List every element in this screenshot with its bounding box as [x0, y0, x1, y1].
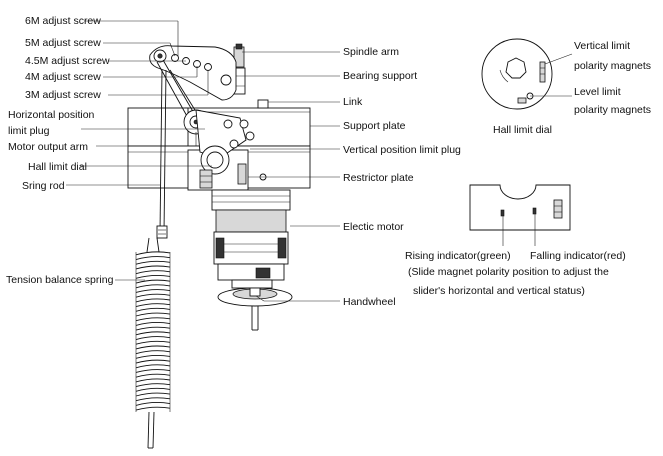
label-support-plate: Support plate: [343, 120, 406, 132]
spring-rod: [159, 69, 163, 233]
label-level-limit-1: Level limit: [574, 86, 621, 98]
label-horizontal-limit-1: Horizontal position: [8, 109, 95, 121]
screw-hole-3m: [204, 63, 212, 71]
label-electric-motor: Electic motor: [343, 221, 404, 233]
level-magnets: [517, 97, 527, 104]
falling-led: [532, 207, 537, 215]
mechanism-drawing: [66, 20, 340, 449]
indicator-board: [469, 184, 571, 231]
handwheel: [217, 287, 293, 331]
label-falling-indicator: Falling indicator(red): [530, 250, 626, 262]
label-vertical-limit-1: Vertical limit: [574, 40, 630, 52]
label-6m-screw: 6M adjust screw: [25, 15, 101, 27]
label-motor-output-arm: Motor output arm: [8, 141, 88, 153]
label-level-limit-2: polarity magnets: [574, 104, 651, 116]
label-spring-rod: Sring rod: [22, 180, 65, 192]
tension-spring: [135, 237, 171, 412]
label-4-5m-screw: 4.5M adjust screw: [25, 55, 110, 67]
indicator-detail: Rising indicator(green) Falling indicato…: [405, 184, 626, 297]
label-bearing-support: Bearing support: [343, 70, 417, 82]
link-block: [257, 99, 269, 109]
screw-hole-5m: [171, 54, 179, 62]
label-4m-screw: 4M adjust screw: [25, 71, 101, 83]
label-hall-limit-dial: Hall limit dial: [28, 161, 87, 173]
label-tension-spring: Tension balance spring: [6, 274, 114, 286]
left-labels: 6M adjust screw 5M adjust screw 4.5M adj…: [6, 15, 114, 286]
hall-dial-detail: Vertical limit polarity magnets Level li…: [481, 38, 651, 136]
hall-dial-mech: [200, 145, 230, 175]
label-spindle-arm: Spindle arm: [343, 46, 399, 58]
label-note-2: slider's horizontal and vertical status): [413, 285, 585, 297]
label-horizontal-limit-2: limit plug: [8, 125, 50, 137]
label-link: Link: [343, 96, 363, 108]
label-vertical-limit-plug: Vertical position limit plug: [343, 144, 461, 156]
rising-led: [500, 209, 505, 217]
label-restrictor-plate: Restrictor plate: [343, 172, 414, 184]
label-handwheel: Handwheel: [343, 296, 396, 308]
vertical-magnets: [539, 61, 546, 83]
label-note-1: (Slide magnet polarity position to adjus…: [408, 266, 609, 278]
label-5m-screw: 5M adjust screw: [25, 37, 101, 49]
label-vertical-limit-2: polarity magnets: [574, 60, 651, 72]
label-rising-indicator: Rising indicator(green): [405, 250, 511, 262]
label-hall-dial-caption: Hall limit dial: [493, 124, 552, 136]
label-3m-screw: 3M adjust screw: [25, 89, 101, 101]
right-labels: Spindle arm Bearing support Link Support…: [343, 46, 461, 308]
left-housing: [127, 107, 189, 147]
electric-motor: [211, 189, 291, 289]
